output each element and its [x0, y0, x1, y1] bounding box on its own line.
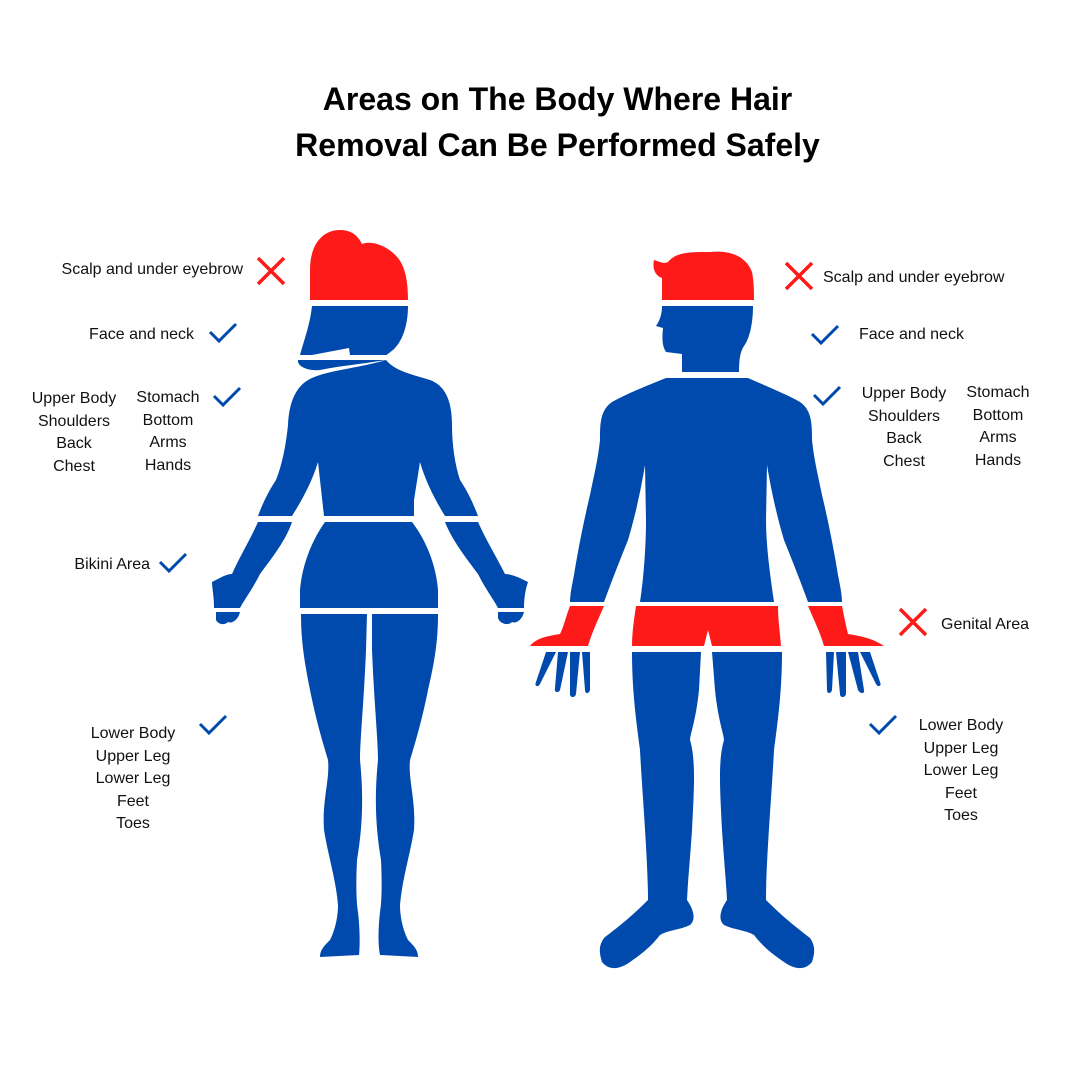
male-leg-left: [599, 652, 701, 969]
male-genital-region: [632, 606, 781, 646]
male-hand-right: [826, 652, 881, 697]
check-icon: [208, 322, 238, 344]
cross-icon: [784, 261, 814, 291]
female-label-scalp: Scalp and under eyebrow: [61, 261, 243, 278]
male-wrist-left: [530, 606, 604, 646]
male-label-scalp: Scalp and under eyebrow: [823, 269, 1005, 286]
check-icon: [198, 714, 228, 736]
female-figure: [212, 230, 528, 957]
male-label-face-neck: Face and neck: [859, 326, 964, 343]
page-title: Areas on The Body Where Hair Removal Can…: [0, 76, 1080, 168]
female-upper-body-col2: Stomach Bottom Arms Hands: [136, 389, 200, 474]
cross-icon: [256, 256, 286, 286]
female-label-bikini: Bikini Area: [74, 556, 150, 573]
title-line-1: Areas on The Body Where Hair: [322, 81, 793, 117]
male-figure: [530, 251, 884, 969]
male-wrist-right: [808, 606, 884, 646]
male-face-neck-region: [656, 306, 753, 372]
male-scalp-region: [653, 251, 754, 300]
male-upper-body-region: [570, 378, 842, 602]
check-icon: [810, 324, 840, 346]
female-scalp-region: [310, 230, 408, 300]
female-lower-body-list: Lower Body Upper Leg Lower Leg Feet Toes: [90, 725, 176, 832]
title-line-2: Removal Can Be Performed Safely: [295, 127, 820, 163]
female-leg-left: [301, 614, 367, 957]
male-hand-left: [535, 652, 590, 697]
check-icon: [158, 552, 188, 574]
check-icon: [868, 714, 898, 736]
female-face-neck-region: [300, 306, 408, 356]
male-leg-right: [712, 652, 815, 969]
female-bikini-region: [300, 522, 438, 608]
check-icon: [212, 386, 242, 408]
female-leg-right: [372, 614, 438, 957]
male-upper-body-col2: Stomach Bottom Arms Hands: [966, 384, 1030, 469]
female-upper-body-col1: Upper Body Shoulders Back Chest: [31, 390, 117, 475]
check-icon: [812, 385, 842, 407]
female-label-face-neck: Face and neck: [89, 326, 194, 343]
female-upper-body-region: [258, 360, 478, 516]
male-upper-body-col1: Upper Body Shoulders Back Chest: [861, 385, 947, 470]
male-lower-body-list: Lower Body Upper Leg Lower Leg Feet Toes: [918, 717, 1004, 824]
female-lower-arm-left: [212, 522, 292, 608]
male-label-genital: Genital Area: [941, 616, 1030, 633]
female-lower-arm-right: [445, 522, 528, 608]
cross-icon: [898, 607, 928, 637]
